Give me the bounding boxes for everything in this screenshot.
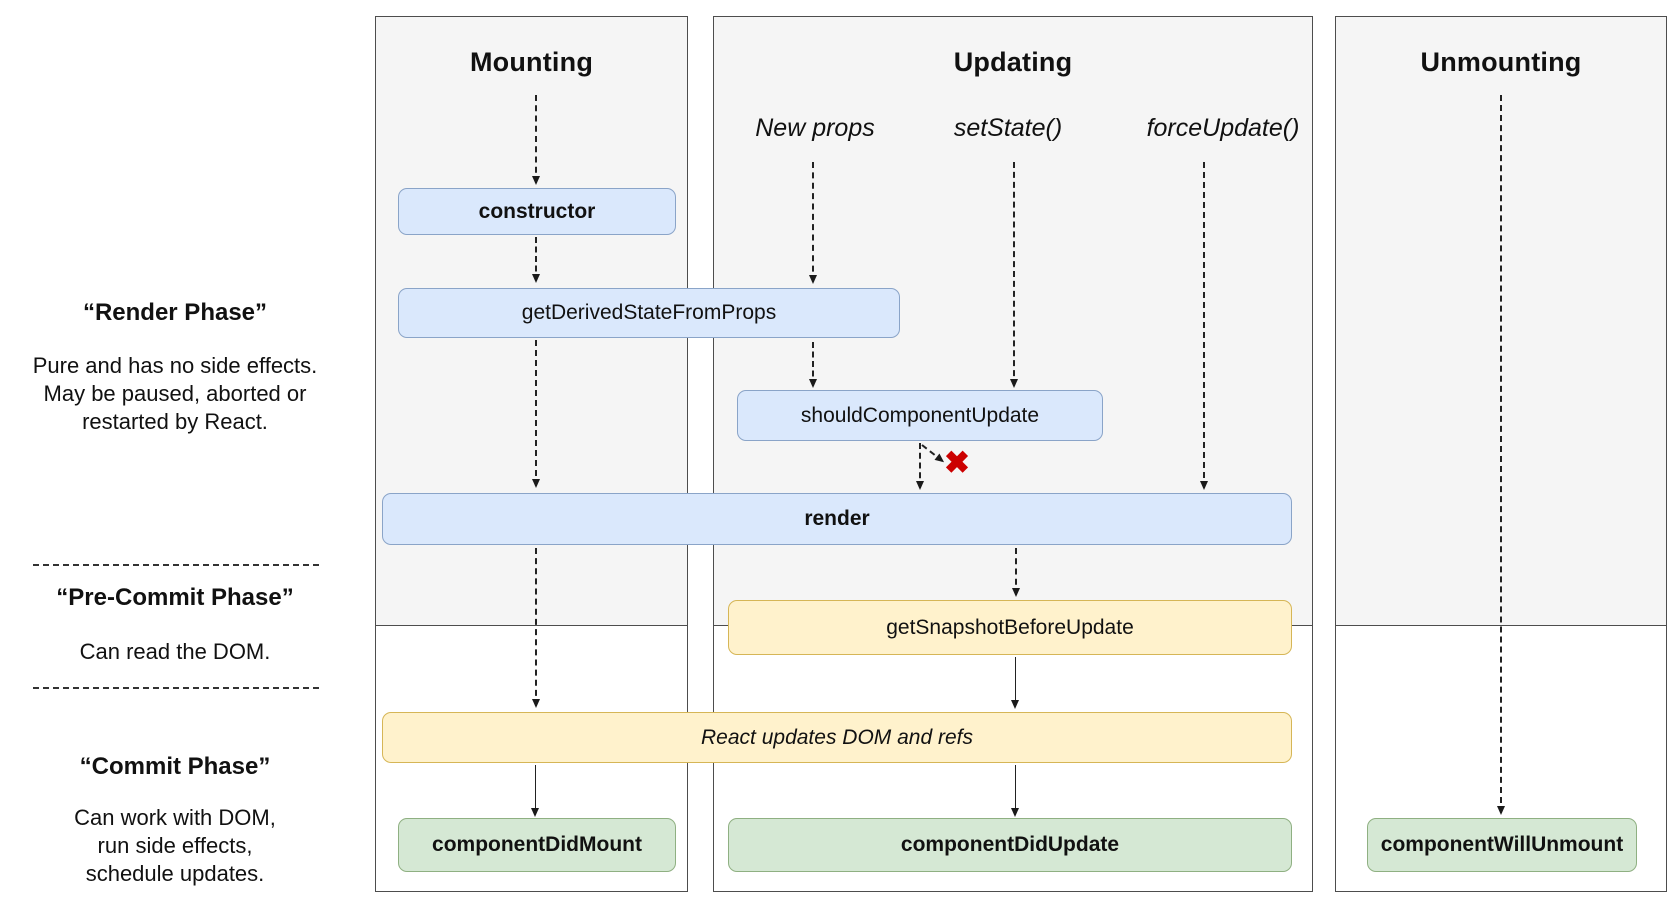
arrow-setstate-to-scu (1009, 162, 1018, 388)
node-get-derived-state-from-props: getDerivedStateFromProps (398, 288, 900, 338)
trigger-forceupdate: forceUpdate() (1146, 114, 1300, 142)
arrow-mounting-start-to-constructor (531, 95, 540, 185)
arrow-gsbu-to-react-updates (1010, 657, 1019, 709)
arrow-render-to-react-updates (531, 548, 540, 708)
column-title-unmounting: Unmounting (1420, 47, 1582, 77)
node-react-updates-dom-and-refs: React updates DOM and refs (382, 712, 1292, 763)
column-title-updating: Updating (953, 47, 1073, 77)
node-component-did-update: componentDidUpdate (728, 818, 1292, 872)
node-get-snapshot-before-update: getSnapshotBeforeUpdate (728, 600, 1292, 655)
commit-phase-desc-line1: Can work with DOM, (74, 805, 276, 830)
render-phase-desc-line2: May be paused, aborted or (43, 381, 307, 406)
node-should-component-update: shouldComponentUpdate (737, 390, 1103, 441)
arrow-gdsfp-to-scu (808, 342, 817, 388)
arrow-gdsfp-to-render (531, 340, 540, 488)
arrow-react-updates-to-component-did-mount (530, 765, 539, 817)
node-constructor: constructor (398, 188, 676, 235)
node-component-did-mount: componentDidMount (398, 818, 676, 872)
node-render: render (382, 493, 1292, 545)
arrow-constructor-to-gdsfp (531, 237, 540, 283)
arrow-new-props-to-gdsfp (808, 162, 817, 284)
commit-phase-title: “Commit Phase” (79, 753, 271, 780)
arrow-unmounting-to-component-will-unmount (1496, 95, 1505, 815)
arrow-render-to-gsbu (1011, 548, 1020, 597)
pre-commit-phase-title: “Pre-Commit Phase” (56, 584, 294, 611)
render-phase-desc-line1: Pure and has no side effects. (32, 353, 318, 378)
column-title-mounting: Mounting (469, 47, 594, 77)
node-component-will-unmount: componentWillUnmount (1367, 818, 1637, 872)
phase-separator-top (33, 564, 319, 566)
arrow-react-updates-to-component-did-update (1010, 765, 1019, 817)
abort-x-icon: ✖ (944, 445, 970, 480)
render-phase-desc-line3: restarted by React. (82, 409, 268, 434)
render-phase-title: “Render Phase” (82, 299, 268, 326)
phase-separator-bottom (33, 687, 319, 689)
pre-commit-phase-desc: Can read the DOM. (79, 639, 271, 664)
trigger-setstate: setState() (953, 114, 1063, 142)
arrow-forceupdate-to-render (1199, 162, 1208, 490)
arrow-scu-to-render (915, 443, 924, 490)
trigger-new-props: New props (755, 114, 875, 142)
commit-phase-desc-line2: run side effects, (97, 833, 253, 858)
commit-phase-desc-line3: schedule updates. (85, 861, 265, 886)
